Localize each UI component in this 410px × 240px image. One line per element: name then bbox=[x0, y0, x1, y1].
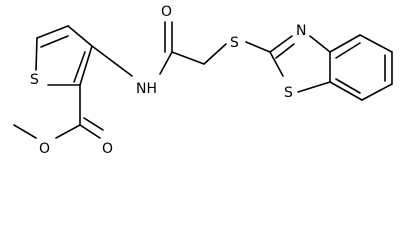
bond-c4-c5 bbox=[359, 34, 393, 53]
bond-c3a-c4-double bbox=[335, 42, 361, 59]
bond-c5-c4-double bbox=[40, 35, 69, 48]
atom-ester-o-carbonyl: O bbox=[102, 141, 113, 157]
bond-s-c2bt bbox=[245, 41, 271, 53]
bond-c5-s1 bbox=[35, 37, 38, 71]
atom-amide-o: O bbox=[161, 4, 172, 20]
molecule-diagram: S NH O S N S O O bbox=[13, 4, 393, 157]
bond-c2bt-n bbox=[269, 35, 293, 53]
atom-amide-n: NH bbox=[136, 81, 157, 97]
bond-s-c7a bbox=[297, 81, 331, 93]
bond-c2bt-s bbox=[269, 51, 284, 77]
bond-oether-methyl bbox=[13, 124, 37, 139]
bond-c3-c2 bbox=[79, 45, 93, 86]
bond-c2bt-n-double bbox=[275, 43, 295, 59]
bond-c3-n bbox=[91, 45, 133, 77]
bond-c7-c7a bbox=[329, 81, 363, 101]
amide-linker bbox=[91, 21, 271, 77]
bond-camide-ch2 bbox=[171, 51, 205, 65]
bond-c5-c4 bbox=[36, 25, 69, 39]
bond-ccarbonyl-oether bbox=[55, 124, 81, 139]
bond-c3a-c4 bbox=[329, 34, 361, 53]
structure-svg: S NH O S N S O O bbox=[13, 4, 393, 157]
bond-c3-c2-double bbox=[73, 51, 86, 83]
bond-ccarbonyl-o bbox=[79, 124, 101, 139]
thiophene-ring bbox=[35, 25, 93, 86]
atom-thioether-s: S bbox=[230, 35, 239, 51]
atom-thiophene-s: S bbox=[30, 72, 39, 88]
benzothiazole bbox=[269, 34, 393, 101]
ester-group bbox=[13, 84, 104, 139]
bond-ch2-s bbox=[203, 43, 227, 65]
bond-ccarbonyl-o-double bbox=[83, 117, 104, 131]
atom-benzothiazole-n: N bbox=[296, 23, 306, 39]
bond-n-camide bbox=[159, 51, 173, 75]
bond-c4-c3 bbox=[67, 25, 93, 47]
bond-n-c3a bbox=[309, 35, 331, 53]
bond-c7-c7a-double bbox=[335, 78, 361, 94]
atom-benzothiazole-s: S bbox=[284, 85, 293, 101]
atom-ester-o-ether: O bbox=[39, 141, 50, 157]
bond-c6-c7 bbox=[361, 83, 393, 101]
